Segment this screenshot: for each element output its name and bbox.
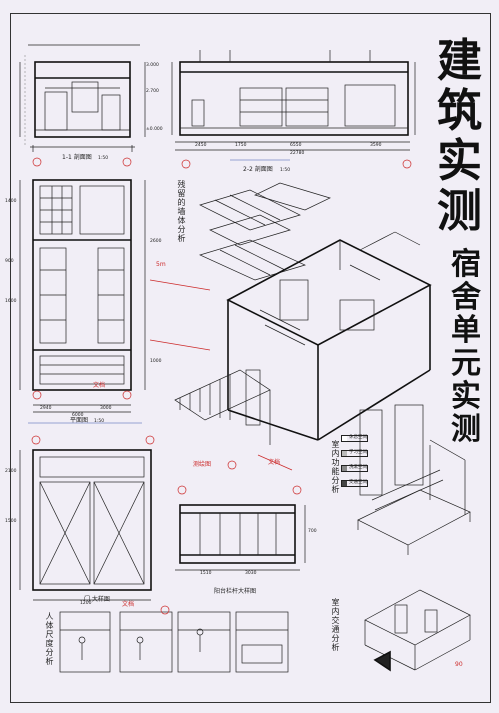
title-char-4: 测 — [437, 184, 483, 237]
dimension-3: 1750 — [235, 143, 247, 148]
annotation-9: ±0.000 — [146, 127, 163, 132]
annotation-2: 3.000 — [146, 63, 159, 68]
annotation-3: 2.700 — [146, 89, 159, 94]
partition-axon-title: 残留的墙体分析 — [177, 180, 186, 243]
dimension-2: 2450 — [195, 143, 207, 148]
plan-scale: 1:50 — [94, 419, 105, 424]
section-2-2-drawing — [171, 50, 416, 151]
legend-rest: 休息空间 — [341, 435, 368, 442]
dimension-7: 1400 — [5, 199, 17, 204]
annotation-6: 文档 — [268, 459, 281, 466]
dimension-19: 1510 — [200, 571, 212, 576]
anthropometry-drawing — [59, 611, 289, 673]
legend-circulation: 交通空间 — [341, 480, 368, 487]
sheet-border — [10, 13, 491, 703]
annotation-7: 文档 — [122, 601, 135, 608]
annotation-1: 5m — [156, 261, 166, 268]
section-1-1-scale: 1:50 — [98, 156, 109, 161]
dimension-9: 1600 — [5, 299, 17, 304]
dimension-17: 2100 — [5, 469, 17, 474]
subtitle-char-5: 实 — [451, 379, 481, 414]
annotation-4: 文档 — [93, 382, 106, 389]
title-char-2: 筑 — [437, 84, 483, 137]
dimension-6: 3590 — [370, 143, 382, 148]
subtitle-char-4: 元 — [451, 346, 481, 381]
function-analysis-title: 室内功能分析 — [331, 440, 340, 494]
circulation-analysis-title: 室内交通分析 — [331, 598, 340, 652]
dimension-14: 3000 — [100, 406, 112, 411]
title-char-1: 建 — [437, 34, 483, 87]
plan-title: 平面图 — [70, 417, 89, 424]
railing-detail-title: 阳台栏杆大样图 — [214, 588, 257, 595]
circulation-analysis-drawing — [364, 589, 471, 672]
section-2-2-title: 2-2 剖面图 — [243, 166, 273, 173]
door-detail-drawing — [19, 449, 152, 601]
dimension-20: 3030 — [245, 571, 257, 576]
subtitle-char-1: 宿 — [451, 247, 481, 282]
plan-drawing — [19, 179, 146, 413]
subtitle-char-2: 舍 — [451, 280, 481, 315]
red-annotations — [31, 157, 412, 615]
door-detail-title: 门 大样图 — [84, 596, 110, 603]
subtitle-char-6: 测 — [451, 412, 481, 447]
annotation-8: 90 — [455, 661, 463, 668]
blue-annotations — [28, 159, 290, 424]
dimension-18: 700 — [308, 529, 317, 534]
section-2-2-scale: 1:50 — [280, 168, 291, 173]
subtitle-char-3: 单 — [451, 313, 481, 348]
dimension-5: 22780 — [290, 151, 305, 156]
dimension-16: 1200 — [80, 601, 92, 606]
title-char-3: 实 — [437, 134, 483, 187]
legend-study: 学习空间 — [341, 450, 368, 457]
railing-detail-drawing — [175, 504, 306, 571]
dimension-11: 1000 — [150, 359, 162, 364]
dimension-15: 1500 — [5, 519, 17, 524]
section-1-1-drawing — [19, 44, 146, 152]
anthropometry-title: 人体尺度分析 — [45, 612, 54, 666]
dimension-4: 6550 — [290, 143, 302, 148]
dimension-10: 2600 — [150, 239, 162, 244]
partition-axon-drawing — [199, 182, 331, 281]
annotation-5: 测绘图 — [193, 461, 212, 468]
dimension-13: 6000 — [72, 413, 84, 418]
dimension-12: 2940 — [40, 406, 52, 411]
function-analysis-drawing — [357, 404, 471, 555]
section-1-1-title: 1-1 剖面图 — [62, 154, 92, 161]
dimension-8: 900 — [5, 259, 14, 264]
legend-wash: 洗漱空间 — [341, 465, 368, 472]
main-axonometric-drawing — [174, 231, 432, 445]
